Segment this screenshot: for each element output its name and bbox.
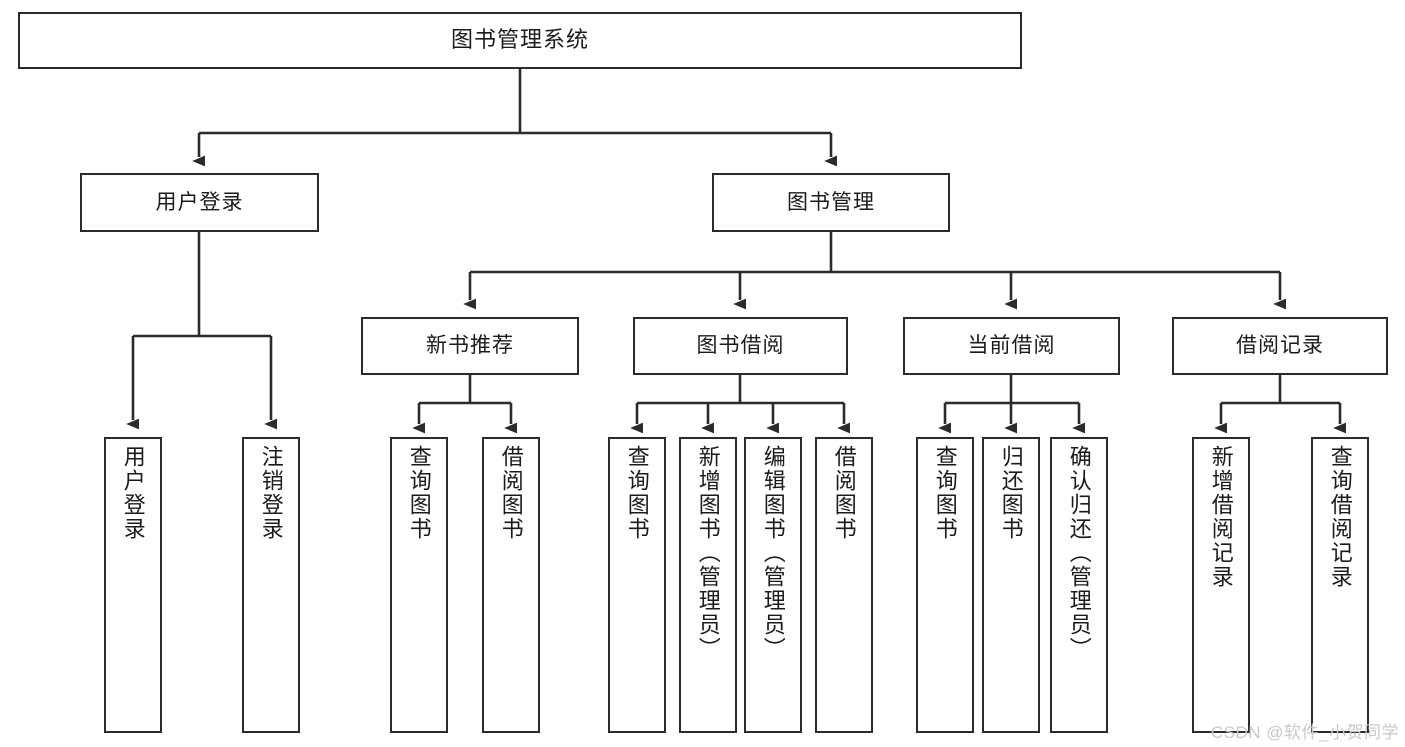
leaf-current-confirm-return[interactable]: 确认归还（管理员） xyxy=(1050,437,1108,733)
leaf-label: 查询图书 xyxy=(932,445,958,541)
leaf-borrow-edit-book[interactable]: 编辑图书（管理员） xyxy=(744,437,802,733)
leaf-label: 新增图书（管理员） xyxy=(695,445,721,661)
leaf-recommend-query-book[interactable]: 查询图书 xyxy=(390,437,448,733)
leaf-label: 借阅图书 xyxy=(498,445,524,541)
node-user-login[interactable]: 用户登录 xyxy=(80,173,319,232)
leaf-user-login-login[interactable]: 用户登录 xyxy=(104,437,162,733)
leaf-label: 用户登录 xyxy=(120,445,146,541)
leaf-label: 注销登录 xyxy=(258,445,284,541)
leaf-label: 借阅图书 xyxy=(831,445,857,541)
leaf-label: 查询图书 xyxy=(624,445,650,541)
node-book-management-label: 图书管理 xyxy=(787,190,875,214)
leaf-current-return-book[interactable]: 归还图书 xyxy=(982,437,1040,733)
leaf-label: 确认归还（管理员） xyxy=(1066,445,1092,661)
node-new-book-recommend-label: 新书推荐 xyxy=(426,334,514,358)
leaf-record-add-record[interactable]: 新增借阅记录 xyxy=(1192,437,1250,733)
leaf-user-login-logout[interactable]: 注销登录 xyxy=(242,437,300,733)
leaf-current-query-book[interactable]: 查询图书 xyxy=(916,437,974,733)
node-root-label: 图书管理系统 xyxy=(450,27,589,53)
node-book-management[interactable]: 图书管理 xyxy=(712,173,950,232)
leaf-borrow-borrow-book[interactable]: 借阅图书 xyxy=(815,437,873,733)
watermark: CSDN @软件_小贺同学 xyxy=(1210,723,1399,742)
leaf-recommend-borrow-book[interactable]: 借阅图书 xyxy=(482,437,540,733)
leaf-label: 查询借阅记录 xyxy=(1327,445,1353,589)
node-current-borrow[interactable]: 当前借阅 xyxy=(903,317,1120,375)
node-book-borrow[interactable]: 图书借阅 xyxy=(633,317,848,375)
node-new-book-recommend[interactable]: 新书推荐 xyxy=(361,317,579,375)
leaf-label: 编辑图书（管理员） xyxy=(760,445,786,661)
leaf-label: 查询图书 xyxy=(406,445,432,541)
leaf-borrow-query-book[interactable]: 查询图书 xyxy=(608,437,666,733)
node-borrow-record[interactable]: 借阅记录 xyxy=(1172,317,1388,375)
node-user-login-label: 用户登录 xyxy=(155,190,244,214)
leaf-label: 归还图书 xyxy=(998,445,1024,541)
node-borrow-record-label: 借阅记录 xyxy=(1236,334,1324,358)
node-book-borrow-label: 图书借阅 xyxy=(696,334,785,358)
node-root[interactable]: 图书管理系统 xyxy=(18,12,1022,69)
leaf-label: 新增借阅记录 xyxy=(1208,445,1234,589)
leaf-record-query-record[interactable]: 查询借阅记录 xyxy=(1311,437,1369,733)
leaf-borrow-add-book[interactable]: 新增图书（管理员） xyxy=(679,437,737,733)
node-current-borrow-label: 当前借阅 xyxy=(967,334,1056,358)
